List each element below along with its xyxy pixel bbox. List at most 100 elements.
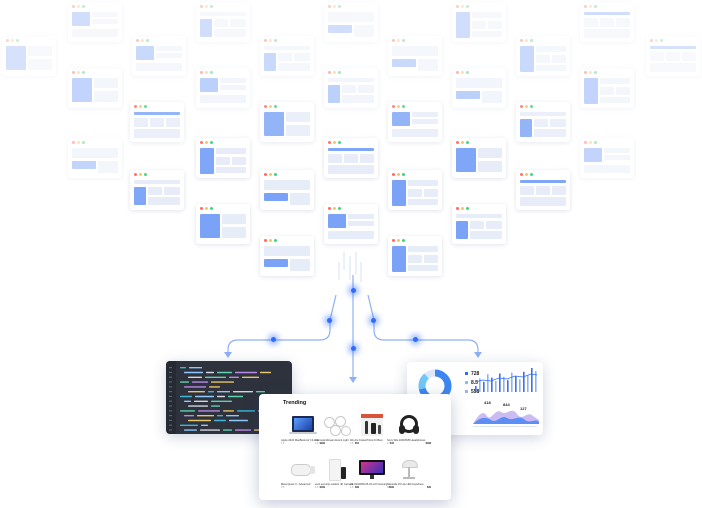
ui-thumbnail-tile (388, 236, 442, 276)
line-number (169, 419, 172, 421)
tile-block (354, 25, 374, 37)
code-line-numbers (166, 361, 176, 434)
window-dots (136, 39, 149, 42)
code-token (206, 371, 214, 374)
window-dots (456, 71, 469, 74)
tile-block (552, 55, 566, 63)
tile-block (216, 157, 230, 165)
tile-block (92, 19, 118, 24)
tile-block (72, 29, 118, 37)
bar (511, 372, 513, 392)
tile-block (412, 112, 438, 117)
window-dots (134, 105, 147, 108)
flow-node (351, 346, 356, 351)
window-dots (200, 5, 213, 8)
tile-block (478, 161, 502, 172)
product-rating: 4.8 (281, 442, 285, 446)
product-card[interactable]: We Are Kosta Pizza Kit Best 4.6$44 (350, 414, 394, 445)
tile-block (150, 118, 164, 127)
product-card[interactable]: eero security outdoor 4K Camera 4.6$99 (315, 458, 359, 489)
tile-block (472, 31, 502, 37)
product-card[interactable]: Carmela Mosaic Accent Light 4.6$54 (315, 414, 359, 445)
pizza-kit-image (357, 414, 387, 436)
product-price: $699 (388, 486, 394, 490)
tile-block (650, 52, 664, 61)
code-token (188, 405, 208, 407)
line-number (169, 376, 172, 378)
tile-block (534, 119, 548, 127)
window-dots (520, 39, 533, 42)
code-token (260, 371, 271, 374)
tile-block (92, 12, 118, 17)
code-token (211, 405, 220, 407)
window-dots (6, 39, 19, 42)
product-price: $999 (319, 442, 325, 446)
ui-thumbnail-tile (130, 102, 184, 142)
flow-node (327, 318, 332, 323)
tile-block (294, 53, 310, 61)
product-price: $398 (425, 442, 431, 446)
ui-thumbnail-tile (2, 36, 56, 76)
light-image (394, 458, 424, 480)
tile-block (136, 46, 154, 60)
tile-block (328, 214, 346, 228)
product-card[interactable]: LG 32GR93U-B 32-inch Gaming 4.6$699 (350, 458, 394, 489)
line-number (169, 424, 172, 426)
ui-thumbnail-tile (196, 138, 250, 178)
product-card[interactable]: Sony WH-1000XM5 Headphones 4.7$398 (387, 414, 431, 445)
product-rating: 4.6 (350, 486, 354, 490)
tile-block (600, 87, 614, 95)
window-dots (264, 173, 277, 176)
code-token (184, 386, 206, 388)
line-number (169, 415, 172, 417)
bar (507, 380, 509, 392)
code-token (201, 424, 208, 426)
tile-block (600, 97, 630, 103)
tile-block (148, 187, 162, 195)
tile-block (408, 265, 438, 271)
tile-block (134, 112, 180, 115)
tile-block (412, 119, 438, 124)
code-token (256, 391, 265, 393)
code-token (198, 410, 220, 412)
tile-block (520, 119, 532, 137)
bar (491, 377, 493, 392)
tile-block (616, 87, 630, 95)
tile-block (584, 29, 630, 38)
tile-block (134, 180, 180, 184)
tile-block (520, 197, 566, 206)
tile-block (264, 53, 276, 71)
tile-block (584, 78, 598, 104)
window-dots (392, 239, 405, 242)
tile-block (264, 46, 310, 50)
product-card[interactable]: Meta Quest 3 - Advanced 4.5$499 (281, 458, 325, 489)
tile-block (456, 78, 502, 88)
tile-block (360, 154, 374, 163)
ui-thumbnail-tile (580, 2, 634, 42)
code-token (180, 424, 198, 426)
line-number (169, 391, 172, 393)
ui-thumbnail-tile (324, 68, 378, 108)
tile-block (600, 78, 630, 84)
ui-thumbnail-tile (196, 2, 250, 42)
tile-block (616, 18, 630, 27)
tile-block (536, 186, 550, 195)
code-token (211, 381, 234, 383)
product-card[interactable]: Apple 2024 MacBook Air 13-inch 4.8$999 (281, 414, 325, 445)
area-chart (473, 410, 539, 427)
product-rating: 4.4 (387, 486, 391, 490)
ui-thumbnail-tile (68, 2, 122, 42)
tile-block (328, 165, 374, 174)
window-dots (584, 71, 597, 74)
bar (483, 381, 485, 392)
code-token (209, 386, 220, 388)
flow-node (371, 318, 376, 323)
bar (495, 381, 497, 392)
window-dots (200, 71, 213, 74)
product-card[interactable]: Naturalis 15 Lite LED Anywhere 4.4$39 (387, 458, 431, 489)
line-number (169, 367, 172, 369)
ui-thumbnail-tile (130, 170, 184, 210)
flow-node (413, 337, 418, 342)
headphones-image (394, 414, 424, 436)
bar (499, 373, 501, 392)
